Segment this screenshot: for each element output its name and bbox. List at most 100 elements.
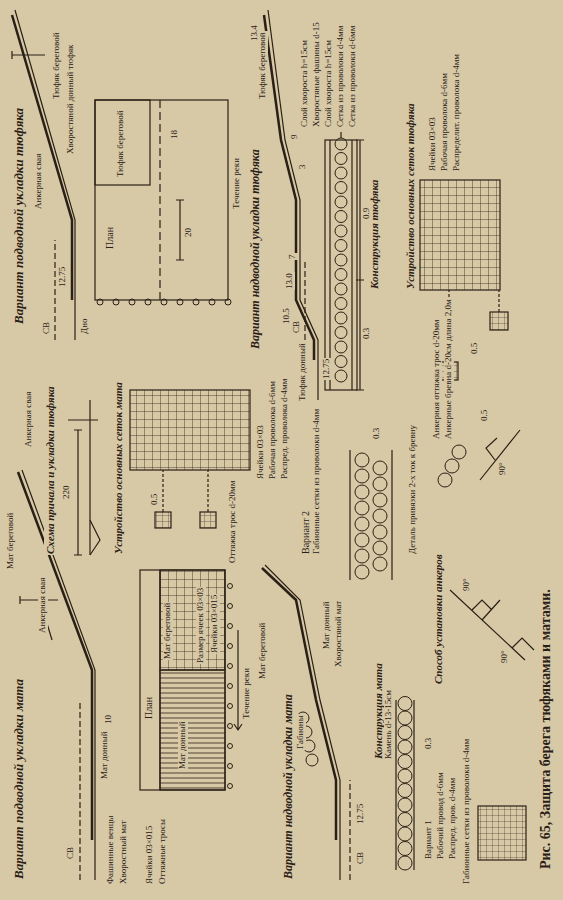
drawn-circle — [398, 755, 412, 769]
drawn-circle — [438, 473, 452, 487]
drawing-label: Рабочая проволока d-6мм — [440, 72, 450, 172]
drawn-circle — [355, 517, 369, 531]
drawn-circle — [398, 711, 412, 725]
drawing-label: Габионные сетки из проволоки d-4мм — [312, 408, 322, 555]
drawing-label: 90° — [462, 577, 472, 592]
drawn-circle — [335, 327, 347, 339]
drawing-label: План — [143, 696, 154, 720]
drawing-label: Хворостяной донный тюфяк — [66, 44, 76, 155]
drawn-circle — [398, 726, 412, 740]
drawing-label: Дно — [80, 318, 90, 335]
drawing-label: СВ — [42, 321, 52, 335]
drawn-circle — [373, 525, 387, 539]
drawing-label: 220 — [62, 485, 72, 501]
drawing-label: Габионы — [296, 714, 306, 750]
drawing-label: Мат береговой — [163, 602, 173, 660]
drawing-label: Размер ячеек 03×03 — [196, 587, 206, 664]
drawn-circle — [335, 341, 347, 353]
drawn-circle — [306, 754, 318, 766]
drawing-label: 0.3 — [362, 327, 372, 340]
drawing-label: 0.9 — [362, 207, 372, 220]
drawing-label: Тюфяк береговой — [116, 109, 126, 178]
subfigure-title: Вариант подводной укладки тюфяка — [12, 107, 26, 325]
drawing-label: Ячейки 03×015 — [145, 825, 155, 885]
drawing-label: Камень d-13-15см — [384, 689, 394, 760]
drawn-circle — [355, 469, 369, 483]
drawn-circle — [335, 167, 347, 179]
drawing-label: СВ — [356, 851, 366, 865]
drawing-label: 13.0 — [285, 272, 295, 290]
drawing-label: 10.5 — [282, 307, 292, 325]
subfigure-title: Схема причала и укладки тюфяка — [44, 385, 56, 555]
drawn-circle — [335, 240, 347, 252]
drawing-label: 12.75 — [58, 266, 68, 288]
drawing-label: Анкерная свая — [24, 391, 34, 448]
drawn-circle — [225, 299, 231, 305]
drawing-label: Хворостный мат — [119, 819, 129, 885]
drawn-circle — [228, 644, 233, 649]
drawing-label: 0.5 — [480, 409, 490, 422]
drawn-circle — [335, 138, 347, 150]
drawn-circle — [335, 225, 347, 237]
drawing-label: Сетка из проволоки d-4мм — [336, 25, 346, 128]
drawing-label: 90° — [498, 461, 508, 476]
drawing-label: Мат береговой — [258, 622, 268, 680]
drawn-circle — [335, 254, 347, 266]
drawing-label: Рабочий провод d-6мм — [436, 771, 446, 860]
subfigure-title: Конструкция тюфяка — [368, 179, 380, 290]
subfigure-title: Вариант подводной укладки мата — [12, 678, 26, 880]
drawn-circle — [452, 445, 466, 459]
drawing-label: 9 — [290, 134, 300, 141]
subfigure-title: Устройство основных сеток тюфяка — [404, 102, 416, 290]
drawing-label: Распред. проволока d-4мм — [280, 377, 290, 480]
figure-caption: Рис. 65, Защита берега тюфяками и матами… — [538, 588, 553, 870]
drawn-circle — [228, 684, 233, 689]
drawn-circle — [398, 798, 412, 812]
drawn-circle — [193, 299, 199, 305]
drawing-label: 0.5 — [470, 342, 480, 355]
drawn-circle — [228, 764, 233, 769]
subfigure-title: Вариант надводной укладки мата — [282, 693, 295, 880]
drawing-label: Оттяжка трос d-20мм — [228, 480, 238, 565]
drawing-label: Ячейки 03×03 — [256, 424, 266, 480]
drawing-label: 90° — [500, 649, 510, 664]
drawn-circle — [355, 485, 369, 499]
drawn-circle — [145, 299, 151, 305]
drawn-circle — [228, 704, 233, 709]
drawn-circle — [398, 856, 412, 870]
drawn-circle — [373, 461, 387, 475]
drawn-circle — [228, 744, 233, 749]
drawn-circle — [335, 182, 347, 194]
drawing-label: 12.75 — [322, 358, 332, 380]
drawing-label: Деталь привязки 2-х ток к бревну — [408, 424, 418, 555]
drawing-label: СВ — [66, 846, 76, 860]
drawing-label: Ячейки 03×03 — [428, 116, 438, 172]
drawn-circle — [355, 453, 369, 467]
drawn-circle — [228, 624, 233, 629]
drawn-circle — [373, 541, 387, 555]
drawing-label: Хворостяные фашины d-15 — [312, 21, 322, 128]
drawn-circle — [398, 842, 412, 856]
drawing-label: Ячейки 03×015 — [210, 594, 220, 654]
drawing-label: 3 — [298, 164, 308, 171]
drawn-circle — [373, 477, 387, 491]
drawing-label: 13.4 — [250, 24, 260, 42]
drawn-circle — [228, 584, 233, 589]
drawn-circle — [398, 769, 412, 783]
drawing-label: Анкерная свая — [34, 153, 44, 210]
drawing-label: 0.3 — [424, 737, 434, 750]
drawn-circle — [335, 312, 347, 324]
drawn-circle — [355, 549, 369, 563]
drawing-label: Анкерная свая — [38, 577, 48, 634]
drawing-label: Габионные сетки из проволоки d-4мм — [462, 738, 472, 885]
drawn-circle — [373, 557, 387, 571]
drawing-label: Вариант 2 — [300, 510, 311, 555]
drawing-label: 0.3 — [372, 427, 382, 440]
drawn-circle — [355, 501, 369, 515]
drawing-label: 7 — [288, 254, 298, 261]
drawn-circle — [335, 269, 347, 281]
drawing-label: Мат донный — [322, 600, 332, 650]
drawn-circle — [335, 356, 347, 368]
drawing-label: Сетка из проволоки d-6мм — [348, 25, 358, 128]
drawn-circle — [335, 153, 347, 165]
